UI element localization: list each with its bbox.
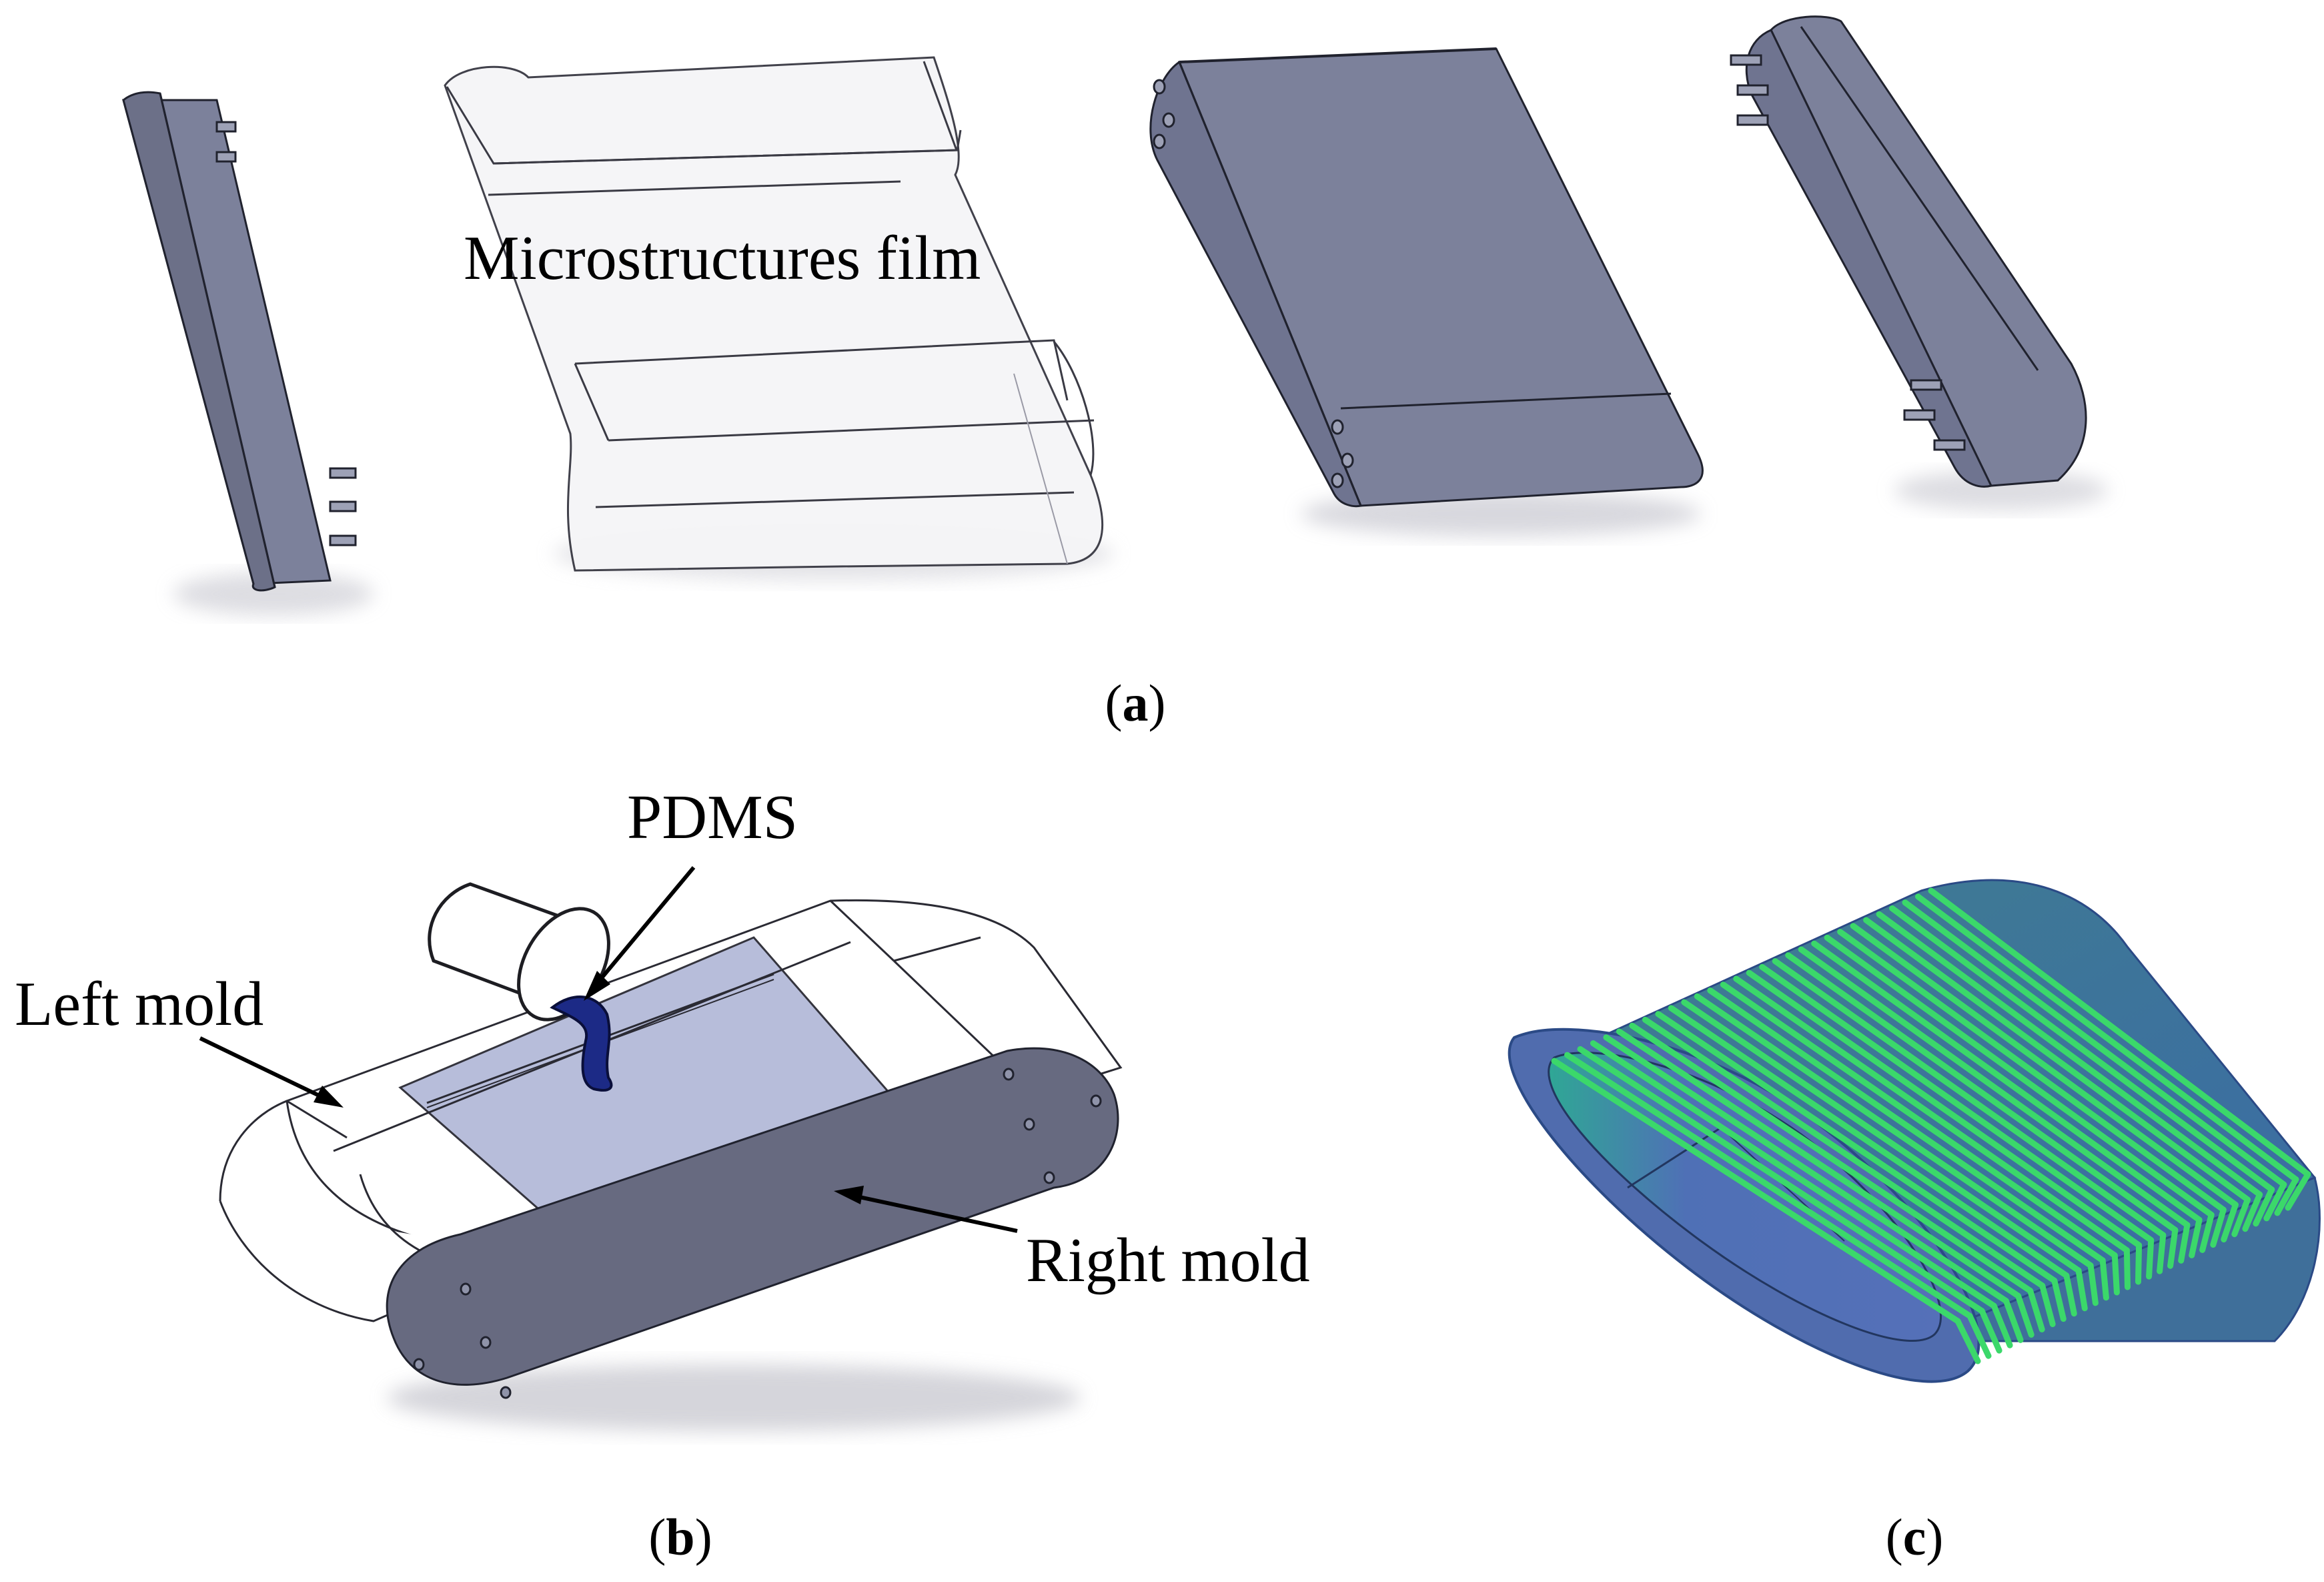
panel-c: (c) <box>1508 879 2321 1566</box>
panel-b: PDMS Left mold Right mold (b) <box>15 783 1310 1566</box>
rib-line <box>1902 899 2287 1188</box>
assembled-mold <box>219 899 1123 1399</box>
rib-line <box>1746 969 2143 1248</box>
pdms-pouring-cup <box>428 882 610 1022</box>
microstructured-tube <box>1508 879 2321 1383</box>
label-left-mold: Left mold <box>15 969 263 1039</box>
rib-line <box>1863 917 2251 1203</box>
rib-line <box>1733 975 2130 1254</box>
rib-line <box>1590 1040 1997 1309</box>
microstructure-ribs <box>1551 887 2311 1324</box>
side-rib-line <box>2210 1206 2227 1248</box>
rib-line <box>1577 1046 1985 1314</box>
side-rib-line <box>2178 1222 2191 1264</box>
rib-line <box>1655 1011 2058 1284</box>
rib-line <box>1720 981 2118 1258</box>
pdms-stream <box>550 996 613 1092</box>
rib-line <box>1811 940 2203 1223</box>
rib-line <box>1785 952 2179 1233</box>
side-rib-line <box>2199 1212 2215 1253</box>
side-rib-line <box>2167 1226 2179 1269</box>
rib-line <box>1928 887 2311 1178</box>
side-rib-line <box>2285 1171 2311 1211</box>
side-rib-line <box>2146 1237 2155 1280</box>
rib-line <box>1798 946 2191 1228</box>
caption-c: (c) <box>1886 1508 1944 1566</box>
label-right-mold: Right mold <box>1026 1226 1310 1295</box>
rib-line <box>1642 1016 2046 1289</box>
rib-line <box>1681 999 2082 1274</box>
rib-line <box>1551 1058 1961 1324</box>
microstructures-film <box>444 56 1114 580</box>
side-rib-line <box>2027 1288 2045 1332</box>
side-rib-line <box>2274 1176 2299 1216</box>
rib-line <box>1629 1022 2034 1294</box>
central-core-mold <box>1149 47 1704 536</box>
rib-line <box>1772 958 2167 1238</box>
rib-line <box>1837 929 2227 1213</box>
side-rib-line <box>2111 1252 2120 1296</box>
panel-a: Microstructures film (a) <box>122 15 2108 732</box>
label-microstructures-film: Microstructures film <box>464 224 981 293</box>
side-rib-line <box>2002 1298 2024 1343</box>
right-end-cap-mold <box>1730 15 2108 510</box>
caption-a: (a) <box>1105 674 1166 732</box>
side-rib-line <box>2263 1181 2287 1222</box>
side-rib-line <box>2039 1282 2056 1327</box>
side-rib-line <box>2189 1216 2203 1258</box>
rib-line <box>1603 1034 2009 1304</box>
side-rib-line <box>1954 1318 1981 1364</box>
rib-line <box>1824 934 2215 1218</box>
side-rib-line <box>2242 1191 2263 1232</box>
rib-line <box>1694 993 2094 1269</box>
side-rib-line <box>2075 1267 2088 1312</box>
side-rib-line <box>1978 1308 2002 1354</box>
side-rib-line <box>1966 1312 1992 1359</box>
side-rib-line <box>2253 1186 2275 1227</box>
left-end-cap-mold <box>122 91 374 615</box>
side-rib-line <box>2221 1202 2239 1243</box>
caption-b: (b) <box>648 1508 712 1566</box>
side-ribs <box>1954 1171 2311 1364</box>
side-rib-line <box>2015 1292 2035 1338</box>
side-rib-line <box>2231 1196 2251 1238</box>
side-rib-line <box>2157 1232 2167 1274</box>
rib-line <box>1850 923 2239 1208</box>
label-pdms: PDMS <box>627 783 798 852</box>
rib-line <box>1564 1052 1973 1319</box>
rib-line <box>1616 1028 2021 1299</box>
callout-arrows <box>199 866 1018 1233</box>
side-rib-line <box>1990 1302 2013 1348</box>
rib-line <box>1759 963 2155 1244</box>
side-rib-line <box>2063 1272 2077 1317</box>
rib-line <box>1876 911 2263 1198</box>
rib-line <box>1707 987 2106 1264</box>
side-rib-line <box>2099 1257 2109 1301</box>
rib-line <box>1668 1005 2070 1279</box>
rib-line <box>1915 893 2299 1183</box>
rib-line <box>1889 905 2275 1193</box>
side-rib-line <box>2087 1262 2099 1306</box>
side-rib-line <box>2051 1277 2067 1322</box>
